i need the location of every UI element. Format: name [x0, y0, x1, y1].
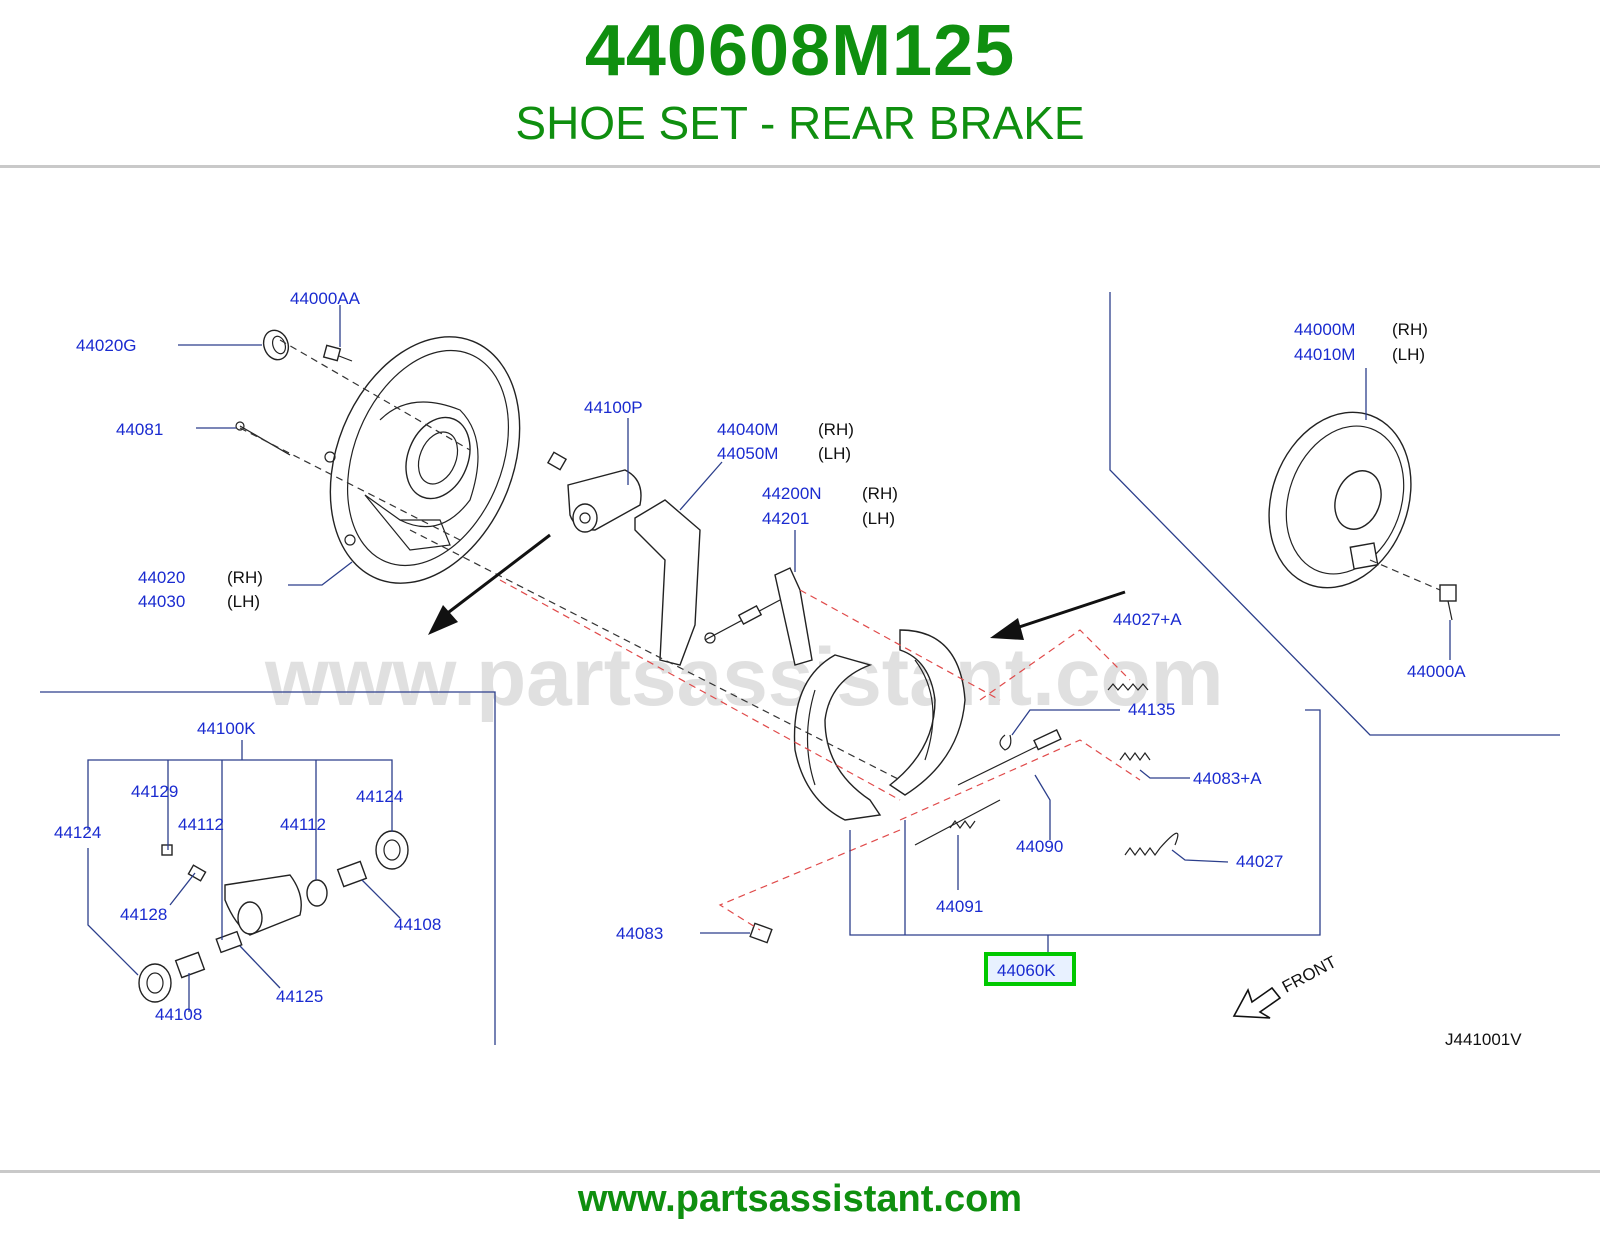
- spring-44027A-drawing: [1107, 683, 1149, 691]
- label-44081: 44081: [116, 420, 163, 439]
- spring-44027-drawing: [1124, 832, 1179, 857]
- watermark: www.partsassistant.com: [264, 632, 1224, 723]
- label-44050M-lh: (LH): [818, 444, 851, 463]
- part-description-title: SHOE SET - REAR BRAKE: [515, 97, 1085, 149]
- label-44030: 44030: [138, 592, 185, 611]
- region-dividers: [40, 292, 1560, 1045]
- label-44201: 44201: [762, 509, 809, 528]
- label-44020-rh: (RH): [227, 568, 263, 587]
- clip-44135-drawing: [999, 734, 1012, 751]
- front-indicator: FRONT: [1232, 952, 1340, 1019]
- label-44129: 44129: [131, 782, 178, 801]
- label-44027A: 44027+A: [1113, 610, 1182, 629]
- spring-44091-drawing: [914, 799, 1001, 846]
- assembly-dashed-lines: [239, 339, 1141, 931]
- label-44030-lh: (LH): [227, 592, 260, 611]
- label-44112-left: 44112: [178, 815, 224, 834]
- label-44100P: 44100P: [584, 398, 643, 417]
- label-44090: 44090: [1016, 837, 1063, 856]
- part-labels: 44000AA 44020G 44081 44020 (RH) 44030 (L…: [54, 289, 1466, 1024]
- leader-lines: [87, 305, 1451, 1012]
- label-44108-left: 44108: [155, 1005, 202, 1024]
- label-44083: 44083: [616, 924, 663, 943]
- label-44135: 44135: [1128, 700, 1175, 719]
- front-label: FRONT: [1279, 952, 1340, 996]
- label-44108-right: 44108: [394, 915, 441, 934]
- cable-44081-drawing: [235, 421, 291, 456]
- label-44040M-rh: (RH): [818, 420, 854, 439]
- label-44125: 44125: [276, 987, 323, 1006]
- drum-assembly-44000M-drawing: [1268, 411, 1457, 621]
- label-44040M: 44040M: [717, 420, 778, 439]
- backing-plate-drawing: [324, 336, 521, 584]
- adjuster-44200N-drawing: [704, 567, 813, 666]
- highlighted-part-44060K[interactable]: 44060K: [984, 952, 1076, 986]
- label-44128: 44128: [120, 905, 167, 924]
- wheel-cylinder-44100P-drawing: [546, 451, 642, 533]
- label-44000AA: 44000AA: [290, 289, 361, 308]
- label-44200N-rh: (RH): [862, 484, 898, 503]
- label-44020G: 44020G: [76, 336, 137, 355]
- bolt-44000AA-drawing: [322, 344, 353, 362]
- label-44020: 44020: [138, 568, 185, 587]
- label-44083A: 44083+A: [1193, 769, 1262, 788]
- wheel-cylinder-kit-drawing: [138, 830, 409, 1003]
- label-44010M-lh: (LH): [1392, 345, 1425, 364]
- label-44060K[interactable]: 44060K: [997, 961, 1056, 980]
- label-44112-right: 44112: [280, 815, 326, 834]
- label-44200N: 44200N: [762, 484, 822, 503]
- plug-44020G-drawing: [262, 329, 290, 361]
- label-44027: 44027: [1236, 852, 1283, 871]
- label-44050M: 44050M: [717, 444, 778, 463]
- footer-url[interactable]: www.partsassistant.com: [577, 1178, 1023, 1220]
- label-44124-right: 44124: [356, 787, 403, 806]
- spring-44083A-drawing: [1119, 751, 1151, 762]
- label-44124-left: 44124: [54, 823, 101, 842]
- label-44000A: 44000A: [1407, 662, 1466, 681]
- brake-shoes-drawing: [793, 629, 966, 821]
- label-44000M: 44000M: [1294, 320, 1355, 339]
- header-divider: [0, 165, 1600, 168]
- diagram-code: J441001V: [1445, 1030, 1522, 1049]
- label-44010M: 44010M: [1294, 345, 1355, 364]
- lever-44040M-drawing: [634, 499, 701, 666]
- part-number-title: 440608M125: [584, 11, 1016, 91]
- label-44100K: 44100K: [197, 719, 256, 738]
- strut-44090-drawing: [957, 729, 1062, 786]
- footer-divider: [0, 1170, 1600, 1173]
- direction-arrows: [428, 533, 1126, 640]
- pin-44083-drawing: [749, 922, 773, 944]
- label-44201-lh: (LH): [862, 509, 895, 528]
- label-44091: 44091: [936, 897, 983, 916]
- label-44000M-rh: (RH): [1392, 320, 1428, 339]
